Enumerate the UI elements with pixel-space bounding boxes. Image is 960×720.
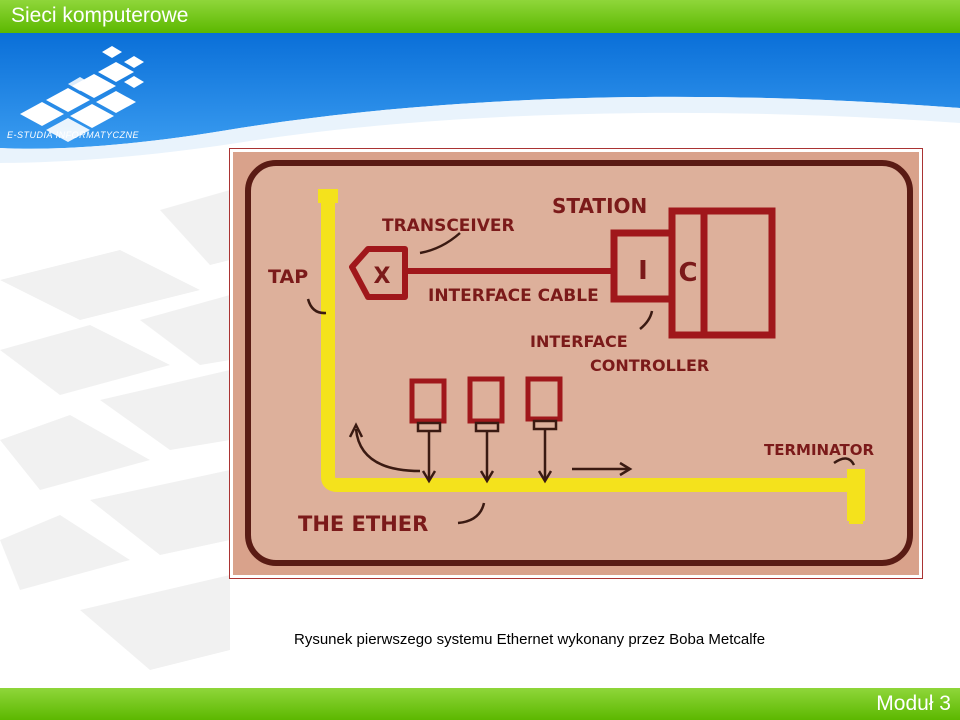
background-grid	[0, 190, 230, 670]
ethernet-sketch-image: X I C	[230, 149, 922, 578]
station-i-label: I	[638, 256, 648, 286]
module-label: Moduł 3	[876, 692, 951, 715]
transceiver-x-label: X	[374, 264, 391, 289]
header-wave	[0, 33, 960, 163]
tap-label: TAP	[268, 266, 308, 288]
top-title-bar: Sieci komputerowe	[0, 0, 960, 33]
logo-text: E-STUDIA INFORMATYCZNE	[7, 130, 139, 140]
bottom-bar: Moduł 3	[0, 688, 960, 720]
terminator-label: TERMINATOR	[764, 441, 875, 459]
ethernet-diagram: X I C	[233, 152, 919, 575]
controller-label: CONTROLLER	[590, 356, 709, 375]
header-banner	[0, 33, 960, 173]
transceiver-label: TRANSCEIVER	[382, 216, 515, 236]
figure-caption: Rysunek pierwszego systemu Ethernet wyko…	[294, 631, 766, 648]
interface-cable-label: INTERFACE CABLE	[428, 286, 599, 306]
slide-title: Sieci komputerowe	[11, 4, 189, 27]
station-c-label: C	[678, 258, 697, 288]
station-label: STATION	[552, 194, 647, 218]
logo-icon	[20, 46, 144, 142]
the-ether-label: THE ETHER	[298, 512, 428, 536]
interface-label: INTERFACE	[530, 332, 628, 351]
